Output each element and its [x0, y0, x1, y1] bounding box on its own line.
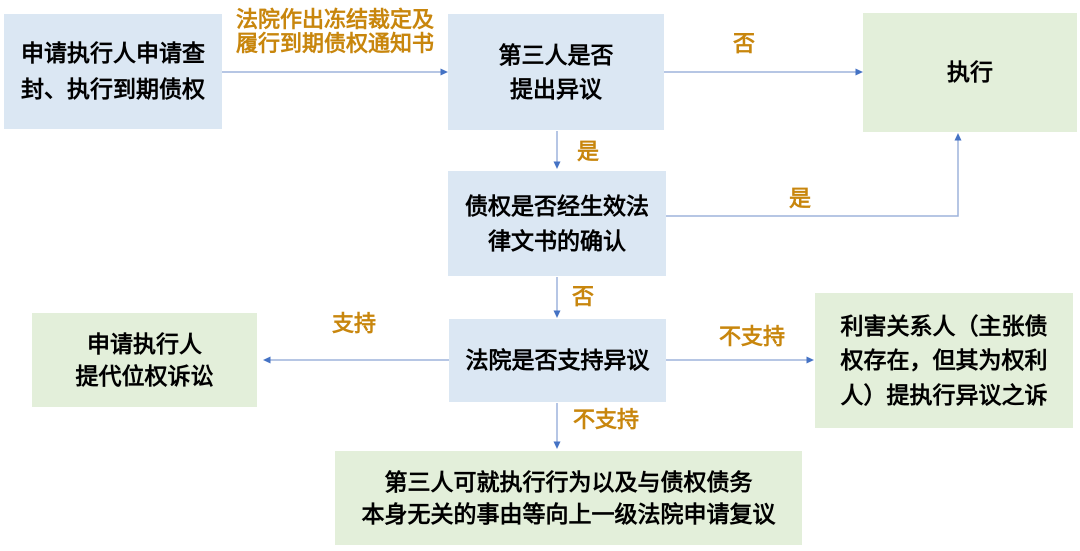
node-interested-party-lawsuit: 利害关系人（主张债 权存在，但其为权利 人）提执行异议之诉	[815, 293, 1073, 428]
node-execute: 执行	[863, 13, 1077, 132]
edge-label-no-to-court: 否	[571, 284, 594, 309]
node-subrogation-lawsuit: 申请执行人 提代位权诉讼	[32, 313, 257, 407]
edge-label-yes-to-execute: 是	[788, 186, 811, 211]
node-court-support-objection: 法院是否支持异议	[449, 319, 666, 402]
edge-label-support: 支持	[331, 311, 376, 336]
node-confirmed-by-legal-document: 债权是否经生效法 律文书的确认	[448, 171, 666, 276]
edge-label-not-support-down: 不支持	[572, 407, 639, 432]
arrow-confirm-to-execute	[666, 133, 962, 217]
edge-label-yes-to-confirm: 是	[576, 139, 599, 164]
node-apply-reconsideration: 第三人可就执行行为以及与债权债务 本身无关的事由等向上一级法院申请复议	[335, 451, 802, 545]
node-third-party-objection: 第三人是否 提出异议	[448, 14, 664, 130]
edge-label-freeze-ruling: 法院作出冻结裁定及 履行到期债权通知书	[235, 7, 434, 57]
node-apply-execution: 申请执行人申请查 封、执行到期债权	[4, 14, 222, 129]
edge-label-not-support-right: 不支持	[718, 324, 785, 349]
edge-label-no-to-execute: 否	[732, 31, 755, 56]
